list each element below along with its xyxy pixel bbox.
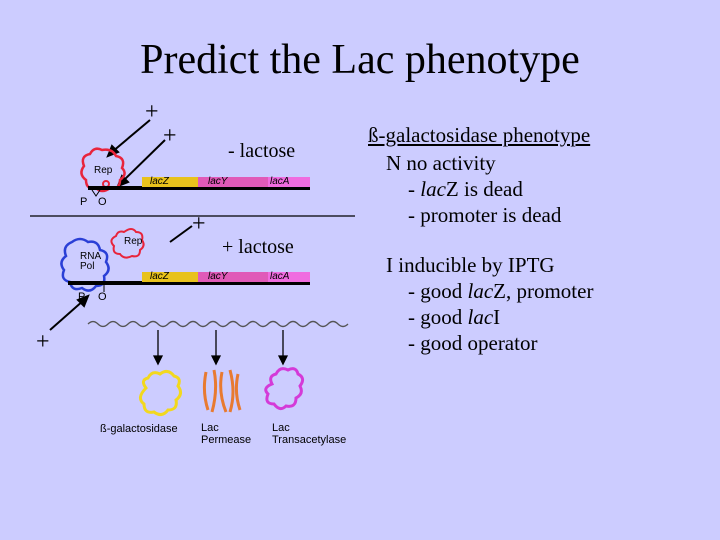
i-reason-2: - good lacI	[408, 304, 500, 330]
lacA-label-2: lacA	[270, 271, 289, 282]
transacetylase-label-line2: Transacetylase	[272, 434, 346, 446]
mrna-squiggle	[88, 322, 348, 327]
i-description: inducible by IPTG	[398, 253, 554, 277]
n-phenotype-line: N no activity	[386, 150, 496, 176]
lac-italic: lac	[468, 279, 494, 303]
dash: -	[408, 203, 420, 227]
lac-italic: lac	[420, 177, 446, 201]
plus-mark-1: +	[145, 100, 159, 124]
lacZ-label-2: lacZ	[150, 271, 169, 282]
rep-label-2: Rep	[124, 236, 142, 247]
promoter-label-1: P	[80, 196, 87, 208]
operator-label-1: O	[98, 196, 107, 208]
n-reason-2: - promoter is dead	[408, 202, 561, 228]
plus-mark-2: +	[163, 124, 177, 148]
lacZ-label-1: lacZ	[150, 176, 169, 187]
rnapol-label-line2: Pol	[80, 262, 94, 272]
operator-label-2: O	[98, 291, 107, 303]
reason-text: Z is dead	[446, 177, 523, 201]
lac-italic: lac	[468, 305, 494, 329]
permease-label-line2: Permease	[201, 434, 251, 446]
lacY-label-2: lacY	[208, 271, 227, 282]
reason-pre: - good operator	[408, 331, 537, 355]
i-letter: I	[386, 253, 393, 277]
reason-post: Z, promoter	[493, 279, 593, 303]
reason-post: I	[493, 305, 500, 329]
dash: -	[408, 177, 420, 201]
reason-pre: - good	[408, 279, 468, 303]
reason-text: promoter is dead	[420, 203, 561, 227]
i-phenotype-line: I inducible by IPTG	[386, 252, 555, 278]
n-letter: N	[386, 151, 401, 175]
phenotype-heading: ß-galactosidase phenotype	[368, 122, 590, 148]
arrow-to-rnapol	[50, 300, 84, 330]
plus-mark-3: +	[192, 212, 206, 236]
i-reason-1: - good lacZ, promoter	[408, 278, 593, 304]
transacetylase-protein-shape	[266, 369, 303, 409]
n-description: no activity	[406, 151, 495, 175]
promoter-label-2: P	[78, 291, 85, 303]
permease-label-line1: Lac	[201, 422, 219, 434]
lacY-label-1: lacY	[208, 176, 227, 187]
transacetylase-label-line1: Lac	[272, 422, 290, 434]
minus-lactose-label: - lactose	[228, 140, 295, 163]
plus-lactose-label: + lactose	[222, 236, 294, 259]
n-reason-1: - lacZ is dead	[408, 176, 523, 202]
bgal-product-label: ß-galactosidase	[100, 423, 178, 435]
i-reason-3: - good operator	[408, 330, 537, 356]
plus-mark-4: +	[36, 330, 50, 354]
arrow-to-rep2	[170, 226, 192, 242]
permease-protein-shape	[204, 370, 240, 412]
reason-pre: - good	[408, 305, 468, 329]
bgal-protein-shape	[140, 371, 180, 414]
rep-label-1: Rep	[94, 165, 112, 176]
lacA-label-1: lacA	[270, 176, 289, 187]
